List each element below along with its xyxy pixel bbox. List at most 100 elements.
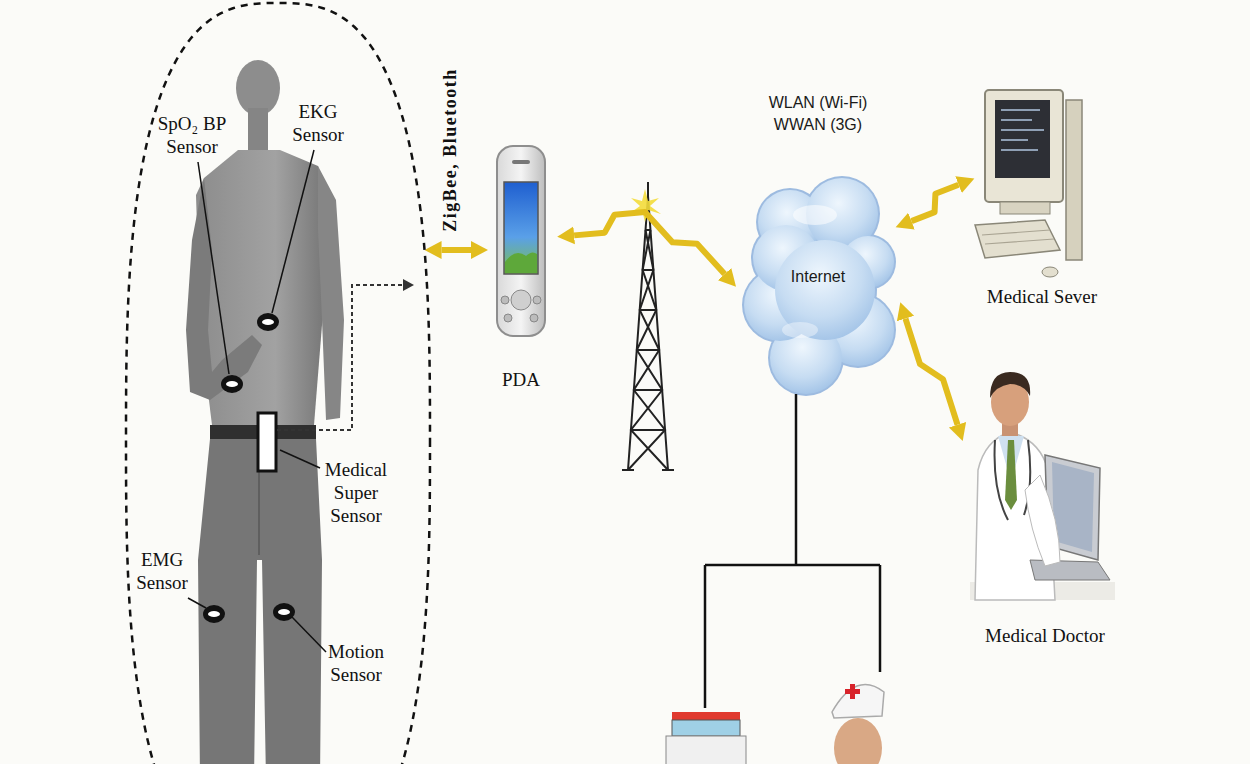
text-slot: EMG Sensor: [127, 548, 197, 594]
computer-server-part: [982, 230, 1054, 244]
doctor-figure-part: [1030, 560, 1110, 580]
text-slot: SpO₂ BP Sensor: [157, 112, 227, 158]
pda-device-part: [533, 296, 541, 304]
internet-node: WLAN (Wi-Fi) WWAN (3G) Internet: [738, 88, 898, 400]
sensor-dots-part: [208, 611, 220, 617]
internet-cloud-part-part: [775, 240, 875, 340]
sensor-dots-part: [226, 381, 238, 387]
radio-tower-part: [628, 196, 668, 470]
text-slot: Medical Sever: [972, 285, 1112, 308]
sensor-label: Motion Sensor: [321, 640, 391, 686]
pda-device-part: [504, 182, 538, 274]
computer-server-part: [995, 100, 1050, 178]
internet-cloud-part: [782, 322, 818, 338]
pda-node: PDA: [488, 140, 558, 405]
sensor-dots-part: [221, 375, 243, 393]
hospital-network-lines-part: [705, 564, 880, 567]
radio-tower-part: [631, 230, 668, 470]
internet-cloud-part: [744, 178, 894, 394]
leader-lines-part: [292, 617, 326, 652]
internet-cloud: [742, 176, 896, 396]
radio-tower-part: [622, 469, 674, 471]
computer-server-part: [985, 90, 1063, 202]
doctor-figure-part: [1005, 440, 1017, 510]
leader-lines: [188, 150, 326, 652]
leader-lines-part: [198, 162, 229, 374]
text-slot: Medical Super Sensor: [321, 458, 391, 527]
pda-device-part: [530, 314, 538, 322]
nurse-figure-part: [832, 684, 884, 718]
hospital-network-lines-part: [879, 565, 882, 672]
doctor-figure: [970, 372, 1115, 600]
leader-lines-part: [188, 598, 206, 608]
person-label: Medical Doctor: [965, 624, 1125, 647]
dashed-arrow-part: [403, 279, 414, 291]
hospital-equipment-part: [672, 720, 740, 736]
computer-server-part: [1042, 267, 1058, 277]
body-figure-part: [248, 108, 268, 152]
sensor-dots-part: [258, 413, 276, 471]
signal-spark: [629, 189, 661, 222]
computer-server: [975, 90, 1082, 277]
cloud-label: Internet: [778, 266, 858, 288]
hospital-network-lines-part: [795, 394, 798, 565]
doctor-figure-part: [1025, 475, 1060, 566]
body-area-boundary: SpO₂ BP Sensor EKG SensorMedical Super Se…: [123, 0, 433, 764]
text-slot: WLAN (Wi-Fi) WWAN (3G): [753, 92, 883, 136]
computer-server-part: [1066, 100, 1082, 260]
doctor-figure-part: [995, 440, 1031, 520]
radio-tower: [622, 182, 674, 470]
wireless-link: [905, 319, 957, 425]
wireless-link: [442, 247, 471, 253]
pda-device-part: [497, 146, 545, 336]
text-slot: EKG Sensor: [283, 100, 353, 146]
pda-device-part: [501, 296, 509, 304]
device-label: PDA: [488, 368, 554, 391]
sensor-dots-part: [278, 609, 290, 615]
edge-label-slot: ZigBee, Bluetooth: [439, 65, 461, 235]
text-slot: Medical Doctor: [965, 624, 1125, 647]
sensor-dots-part: [257, 313, 279, 331]
pda-device-part: [511, 290, 531, 310]
nurse-figure-part: [845, 689, 860, 694]
body-figure-part: [236, 60, 280, 116]
dashed-boundary-line: [126, 3, 430, 764]
pda-device: [497, 146, 545, 336]
sensor-label: EKG Sensor: [283, 100, 353, 146]
hospital-equipment-part: [666, 736, 746, 764]
body-figure-part: [198, 439, 322, 764]
nurse-figure: [832, 684, 884, 764]
internet-cloud-part: [793, 205, 837, 225]
body-figure-part: [186, 178, 262, 400]
body-figure-part: [318, 166, 344, 420]
text-slot: PDA: [488, 368, 554, 391]
network-type-label: WLAN (Wi-Fi) WWAN (3G): [753, 92, 883, 136]
internet-cloud-part: [742, 176, 896, 396]
text-slot: Internet: [778, 266, 858, 288]
leader-lines-part: [280, 450, 320, 468]
computer-server-part: [1000, 202, 1050, 214]
sensor-dots: [203, 313, 295, 623]
medical-server-node: Medical Sever: [972, 85, 1116, 320]
pda-device-part: [512, 160, 530, 164]
pda-device-part: [505, 252, 537, 273]
nurse-figure-part: [834, 718, 882, 764]
sensor-label: Medical Super Sensor: [321, 458, 391, 527]
radio-tower-part: [647, 182, 649, 196]
wireless-link: [574, 212, 724, 274]
doctor-figure-part: [990, 372, 1030, 398]
sensor-dots-part: [262, 319, 274, 325]
hospital-equipment-part: [672, 712, 740, 720]
sensor-label: SpO₂ BP Sensor: [157, 112, 227, 158]
hospital-network-lines: [705, 394, 880, 708]
pda-device-part: [504, 314, 512, 322]
hospital-network-lines-part: [704, 565, 707, 708]
radio-tower-part: [631, 230, 665, 430]
wireless-link: [911, 185, 958, 221]
leader-lines-part: [272, 150, 314, 313]
computer-server-part: [975, 220, 1060, 258]
dashed-arrow-part: [277, 285, 404, 430]
sensor-dots-part: [203, 605, 225, 623]
